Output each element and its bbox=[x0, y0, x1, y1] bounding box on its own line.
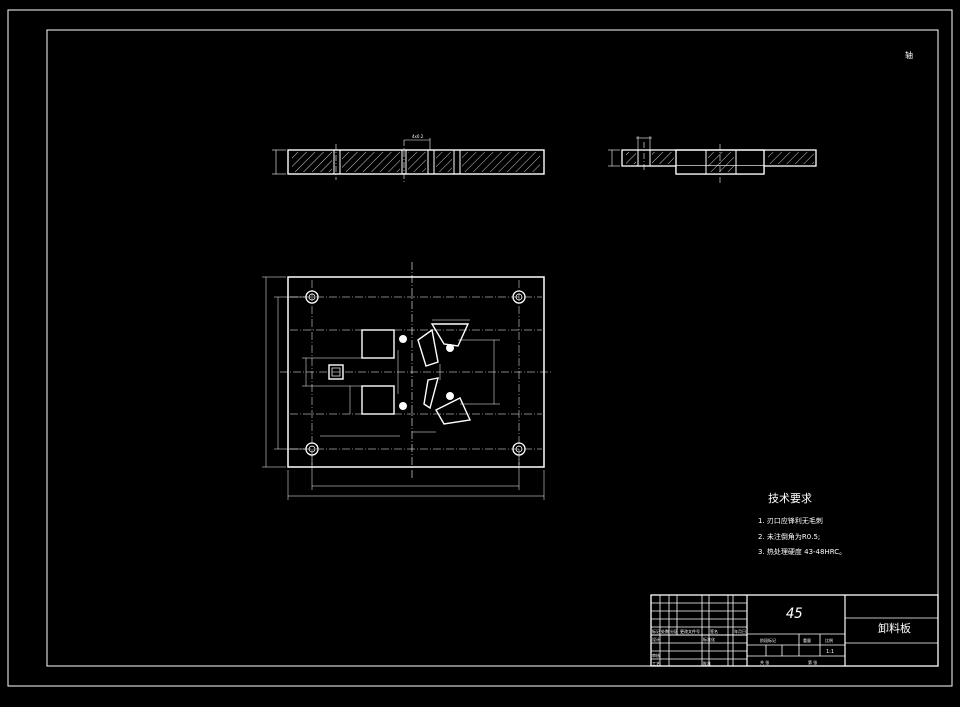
label-count: 处数 bbox=[661, 628, 669, 634]
label-sheet-no: 第 张 bbox=[808, 659, 817, 665]
part-name: 卸料板 bbox=[878, 622, 911, 635]
front-section-view: 4x0.2 bbox=[272, 134, 545, 184]
corner-label: 轴 bbox=[905, 51, 913, 60]
inner-frame bbox=[46, 29, 939, 667]
title-block bbox=[650, 594, 939, 667]
label-process: 工艺 bbox=[652, 661, 660, 666]
label-approve: 批准 bbox=[703, 660, 711, 666]
label-review: 审核 bbox=[652, 652, 660, 658]
tech-requirement-item: 1. 刃口应锋利无毛刺 bbox=[758, 517, 823, 525]
label-signature: 签名 bbox=[710, 628, 718, 634]
label-standardize: 标准化 bbox=[703, 636, 715, 642]
label-sheet-total: 共 张 bbox=[760, 659, 769, 665]
label-stage-mark: 阶段标记 bbox=[760, 637, 776, 643]
scale-value: 1:1 bbox=[826, 649, 834, 655]
outer-frame bbox=[7, 9, 953, 687]
tech-requirements-title: 技术要求 bbox=[768, 492, 812, 505]
label-weight: 重量 bbox=[803, 637, 811, 643]
side-section-view bbox=[608, 136, 817, 184]
label-design: 设计 bbox=[652, 636, 660, 642]
label-scale: 比例 bbox=[825, 637, 833, 643]
title-block-labels: 标记 处数 分区 更改文件号 签名 年月日 设计 标准化 审核 工艺 批准 阶段… bbox=[652, 628, 834, 666]
plan-view bbox=[262, 262, 552, 500]
label-zone: 分区 bbox=[670, 628, 678, 634]
material-value: 45 bbox=[786, 606, 803, 622]
label-mark: 标记 bbox=[652, 628, 660, 634]
label-date: 年月日 bbox=[734, 628, 746, 634]
label-doc-no: 更改文件号 bbox=[680, 628, 700, 634]
tech-requirement-item: 2. 未注倒角为R0.5; bbox=[758, 533, 821, 541]
svg-text:4x0.2: 4x0.2 bbox=[412, 134, 424, 139]
tech-requirement-item: 3. 热处理硬度 43-48HRC。 bbox=[758, 548, 847, 556]
